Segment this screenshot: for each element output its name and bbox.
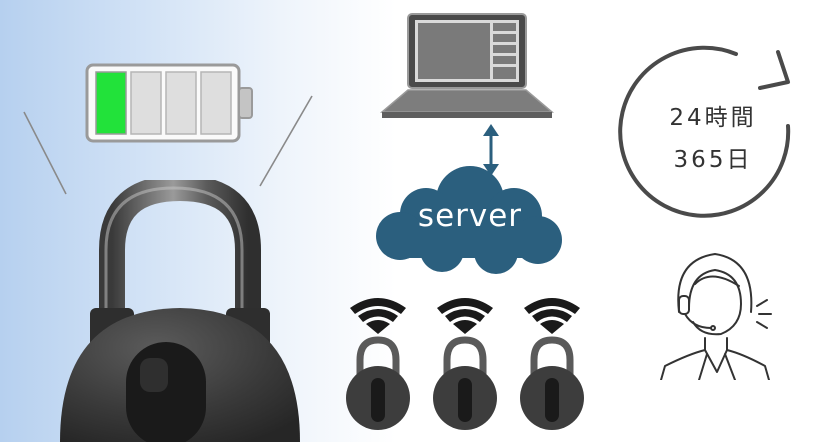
battery-segment (165, 71, 197, 135)
support-agent-icon (660, 253, 772, 380)
laptop-icon (380, 13, 555, 118)
small-lock-2 (425, 292, 505, 432)
support-days-text: 365日 (673, 147, 753, 173)
cloud-icon (376, 166, 562, 274)
padlock-icon (60, 180, 300, 442)
small-lock-3 (512, 292, 592, 432)
lock-with-wifi (520, 298, 584, 430)
emphasis-lines (23, 95, 313, 195)
lock-with-wifi (433, 298, 497, 430)
server-label: server (417, 198, 523, 234)
wifi-icon (524, 298, 580, 334)
sync-arrow-icon (483, 124, 499, 176)
battery-segment (130, 71, 162, 135)
battery-segment (200, 71, 232, 135)
battery-icon (85, 63, 253, 143)
small-lock-1 (338, 292, 418, 432)
support-hours-text: 24時間 (669, 105, 757, 131)
cycle-arrow-icon (618, 45, 791, 218)
wifi-icon (350, 298, 406, 334)
lock-with-wifi (346, 298, 410, 430)
wifi-icon (437, 298, 493, 334)
battery-segment (95, 71, 127, 135)
